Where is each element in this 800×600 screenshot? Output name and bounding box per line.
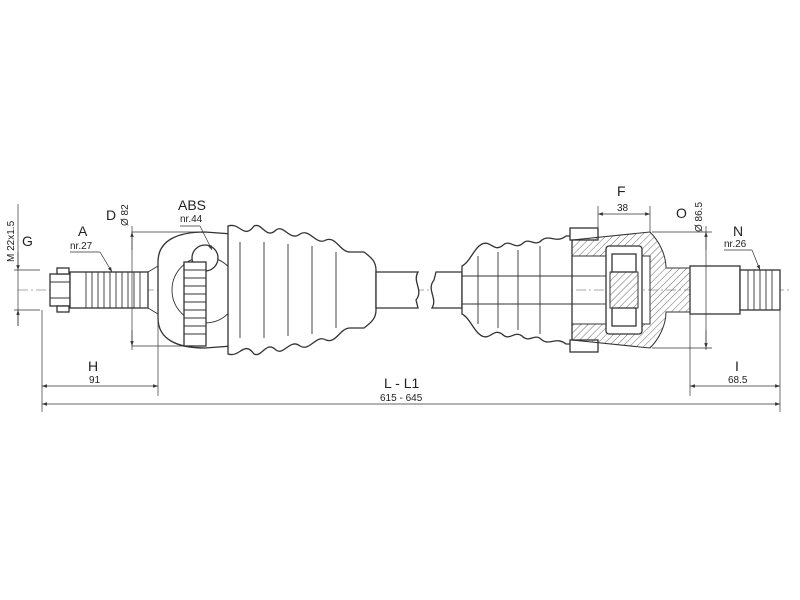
label-abs-letter: ABS — [178, 197, 206, 213]
label-i-letter: I — [735, 358, 739, 374]
threaded-stub — [49, 267, 71, 313]
abs-ring — [183, 261, 207, 347]
label-n-letter: N — [733, 223, 743, 239]
label-a-note: nr.27 — [70, 241, 93, 252]
outer-spline — [69, 265, 159, 315]
label-n-note: nr.26 — [724, 239, 747, 250]
outer-boot — [227, 224, 377, 356]
outer-joint-assembly — [49, 224, 377, 356]
label-h-letter: H — [88, 358, 98, 374]
label-abs-note: nr.44 — [180, 214, 203, 225]
label-i-value: 68.5 — [728, 375, 748, 386]
label-f-letter: F — [617, 183, 626, 199]
intermediate-shaft — [375, 271, 463, 309]
label-h-value: 91 — [89, 375, 101, 386]
inner-stub — [689, 265, 741, 315]
label-f-value: 38 — [617, 203, 629, 214]
inner-joint-assembly — [461, 227, 781, 353]
label-o-value: Ø 86.5 — [694, 202, 705, 232]
label-d-letter: D — [106, 207, 116, 223]
label-m-value: M 22x1.5 — [6, 220, 17, 262]
label-a-letter: A — [78, 223, 88, 239]
inner-joint-housing — [571, 231, 691, 349]
inner-boot — [461, 235, 573, 345]
label-d-value: Ø 82 — [120, 204, 131, 226]
label-l-letter: L - L1 — [384, 375, 419, 391]
label-l-value: 615 - 645 — [380, 393, 423, 404]
label-g-letter: G — [22, 233, 33, 249]
label-o-letter: O — [676, 205, 687, 221]
